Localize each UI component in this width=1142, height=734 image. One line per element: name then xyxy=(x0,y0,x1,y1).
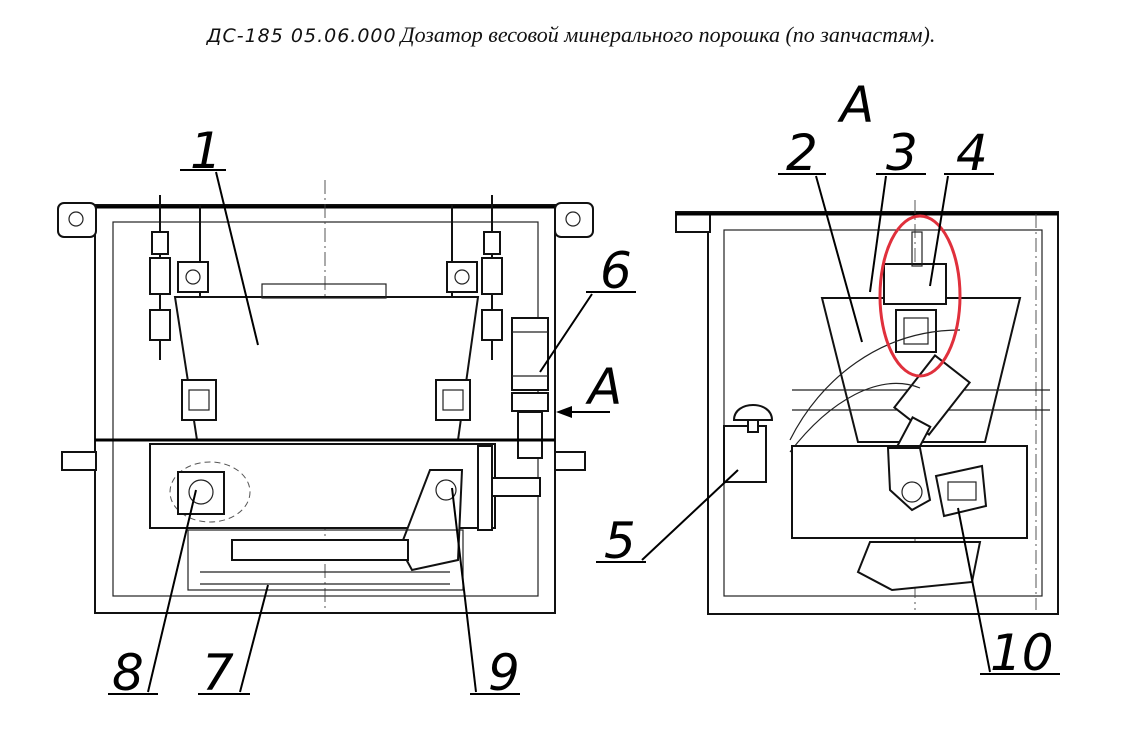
callout-5: 5 xyxy=(604,512,636,570)
left-bracket-pin xyxy=(185,269,201,285)
side-frame-outer xyxy=(707,211,1059,615)
lever-pivot xyxy=(435,479,457,501)
hopper-top-plate xyxy=(261,283,387,299)
load-cell-block xyxy=(883,263,947,305)
callout-4-leader xyxy=(929,175,949,287)
side-frame-inner xyxy=(723,229,1043,597)
bearing-cutout xyxy=(169,461,251,523)
left-spring xyxy=(149,309,171,341)
air-hose-2 xyxy=(789,383,921,453)
callout-3-leader xyxy=(869,175,887,293)
button-stem xyxy=(747,419,759,433)
view-arrow-label: А xyxy=(585,358,622,416)
control-valve xyxy=(723,425,767,483)
front-view: А xyxy=(57,180,622,614)
bearing-housing xyxy=(177,471,225,515)
cylinder-clevis xyxy=(517,411,543,459)
drawing-title: ДС-185 05.06.000 Дозатор весовой минерал… xyxy=(0,22,1142,48)
left-load-cell xyxy=(181,379,217,421)
tray-rail xyxy=(231,539,409,561)
callout-1: 1 xyxy=(190,122,222,180)
callout-2-leader xyxy=(815,175,863,343)
mushroom-button xyxy=(732,404,774,421)
gate-lever-pivot xyxy=(901,481,923,503)
callout-5-leader xyxy=(641,469,739,561)
left-turnbuckle-top xyxy=(151,231,169,255)
gate-lever xyxy=(886,447,932,512)
front-left-ear-hole xyxy=(68,211,84,227)
callout-7-leader xyxy=(239,584,269,693)
lever-arm xyxy=(398,469,464,572)
view-arrow-head xyxy=(556,406,572,418)
right-bracket xyxy=(446,261,478,293)
load-cell-sensor xyxy=(895,309,937,353)
right-shaft-end xyxy=(554,451,586,471)
callouts: 1 6 8 7 9 2 3 4 5 10 xyxy=(108,122,1060,702)
callout-6-leader xyxy=(539,293,593,373)
right-load-cell-core xyxy=(442,389,464,411)
limit-switch-face xyxy=(947,481,977,501)
bearing-ring xyxy=(188,479,214,505)
callout-10: 10 xyxy=(990,624,1054,682)
left-turnbuckle xyxy=(149,257,171,295)
view-a-label: А xyxy=(837,76,874,134)
discharge-chute xyxy=(856,541,982,592)
left-bracket xyxy=(177,261,209,293)
load-cell-bolt xyxy=(911,231,923,267)
right-turnbuckle xyxy=(481,257,503,295)
callout-4: 4 xyxy=(956,124,988,182)
cylinder-mount xyxy=(511,392,549,412)
right-side-plate xyxy=(477,445,493,531)
side-left-stub xyxy=(675,211,711,233)
callout-9-leader xyxy=(451,487,477,693)
air-hose-1 xyxy=(789,329,961,441)
right-load-cell xyxy=(435,379,471,421)
right-bracket-pin xyxy=(454,269,470,285)
callout-8-leader xyxy=(147,489,197,693)
callout-1-leader xyxy=(215,171,259,346)
pneumatic-cylinder xyxy=(511,317,549,391)
drawing-name: Дозатор весовой минерального порошка (по… xyxy=(400,22,936,47)
callout-9: 9 xyxy=(488,644,520,702)
front-left-ear xyxy=(57,202,97,238)
front-right-ear xyxy=(554,202,594,238)
callout-10-leader xyxy=(957,507,991,673)
callout-3: 3 xyxy=(886,124,918,182)
callout-8: 8 xyxy=(112,644,144,702)
hopper-body xyxy=(173,296,480,441)
callout-6: 6 xyxy=(600,242,632,300)
callout-2: 2 xyxy=(786,124,818,182)
highlight-ellipse xyxy=(878,214,962,378)
left-shaft-end xyxy=(61,451,97,471)
left-load-cell-core xyxy=(188,389,210,411)
right-spring xyxy=(481,309,503,341)
limit-switch xyxy=(934,464,988,518)
side-view: А xyxy=(675,76,1059,615)
bottom-tray xyxy=(187,529,464,591)
right-turnbuckle-top xyxy=(483,231,501,255)
side-hopper xyxy=(820,297,1022,443)
load-cell-sensor-core xyxy=(903,317,929,345)
drawing-code: ДС-185 05.06.000 xyxy=(206,25,397,47)
front-right-ear-hole xyxy=(565,211,581,227)
callout-7: 7 xyxy=(202,644,234,702)
